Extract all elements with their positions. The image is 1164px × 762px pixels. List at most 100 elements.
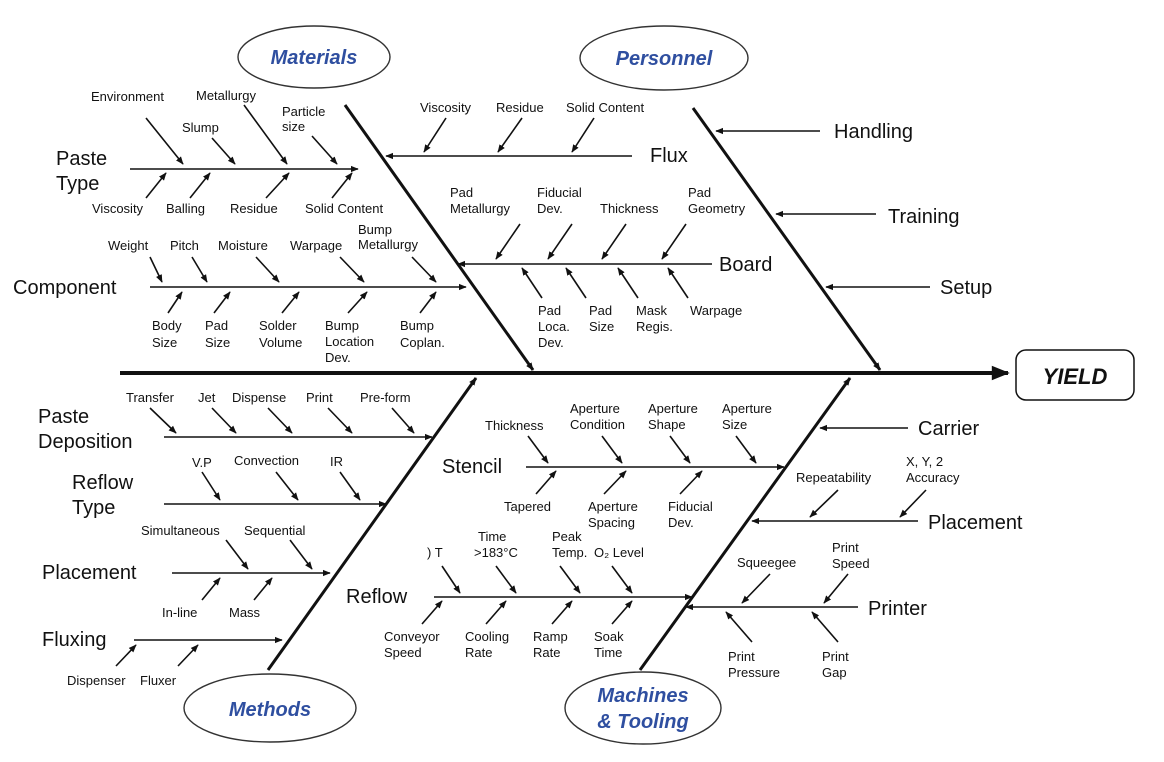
placement-machine-label: Placement bbox=[928, 512, 1023, 534]
reflow-sub-line bbox=[495, 565, 517, 594]
reflow-sub-soak: Soak bbox=[594, 629, 624, 644]
reflow-sub-peak: Peak bbox=[552, 529, 582, 544]
board-label: Board bbox=[719, 254, 772, 276]
paste-deposition-sub-line bbox=[267, 407, 293, 434]
board-sub-pad-size: Pad bbox=[589, 303, 612, 318]
stencil-sub-line bbox=[603, 470, 627, 495]
paste-type-label-1: Paste bbox=[56, 148, 107, 170]
printer-sub-print-pressure-2: Pressure bbox=[728, 665, 780, 680]
stencil-sub-line bbox=[735, 435, 757, 464]
stencil-sub-ap-cond: Aperture bbox=[570, 401, 620, 416]
personnel-ellipse bbox=[579, 25, 749, 91]
reflow-sub-cooling: Cooling bbox=[465, 629, 509, 644]
printer-label: Printer bbox=[868, 598, 927, 620]
cause-paste-type: Paste Type Environment Slump Metallurgy … bbox=[56, 88, 383, 216]
paste-type-sub-particle: Particle bbox=[282, 104, 325, 119]
component-sub-bump-loc-3: Dev. bbox=[325, 350, 351, 365]
board-sub-pad-loca-2: Loca. bbox=[538, 319, 570, 334]
component-sub-line bbox=[191, 256, 208, 283]
component-sub-warpage: Warpage bbox=[290, 238, 342, 253]
reflow-sub-peak-2: Temp. bbox=[552, 545, 587, 560]
component-sub-pad-2: Size bbox=[205, 335, 230, 350]
reflow-sub-o2: O₂ Level bbox=[594, 545, 644, 560]
board-sub-thickness: Thickness bbox=[600, 201, 659, 216]
board-sub-line bbox=[565, 267, 587, 299]
personnel-causes: Handling Training Setup bbox=[715, 121, 992, 299]
materials-label: Materials bbox=[271, 47, 358, 69]
paste-type-sub-line bbox=[145, 117, 184, 165]
paste-deposition-sub-preform: Pre-form bbox=[360, 390, 411, 405]
reflow-sub-line bbox=[611, 600, 633, 625]
cause-printer: Printer Squeegee Print Speed Print Press… bbox=[685, 540, 927, 680]
flux-sub-residue: Residue bbox=[496, 100, 544, 115]
component-sub-bump-2: Metallurgy bbox=[358, 237, 418, 252]
stencil-sub-line bbox=[669, 435, 691, 464]
paste-deposition-sub-jet: Jet bbox=[198, 390, 216, 405]
paste-type-sub-environment: Environment bbox=[91, 89, 164, 104]
stencil-sub-ap-shape: Aperture bbox=[648, 401, 698, 416]
machines-label-1: Machines bbox=[597, 685, 688, 707]
machines-bone bbox=[638, 377, 852, 671]
reflow-sub-line bbox=[551, 600, 573, 625]
training-label: Training bbox=[888, 206, 960, 228]
fluxing-sub-line bbox=[115, 644, 137, 667]
placement-machine-sub-xy-2: Accuracy bbox=[906, 470, 960, 485]
board-sub-line bbox=[661, 223, 687, 260]
printer-sub-line bbox=[811, 611, 839, 643]
materials-ellipse bbox=[237, 25, 391, 89]
reflow-sub-line bbox=[485, 600, 507, 625]
materials-bone bbox=[343, 104, 535, 371]
printer-sub-squeegee: Squeegee bbox=[737, 555, 796, 570]
category-machines: Machines & Tooling bbox=[564, 671, 722, 745]
paste-deposition-sub-dispense: Dispense bbox=[232, 390, 286, 405]
component-sub-line bbox=[347, 291, 368, 314]
paste-type-sub-line bbox=[189, 172, 211, 199]
stencil-sub-line bbox=[535, 470, 557, 495]
paste-type-sub-line bbox=[311, 135, 338, 165]
yield-label: YIELD bbox=[1043, 364, 1108, 389]
reflow-sub-line bbox=[441, 565, 461, 594]
component-label: Component bbox=[13, 277, 117, 299]
paste-type-sub-line bbox=[243, 104, 288, 165]
board-sub-warpage: Warpage bbox=[690, 303, 742, 318]
placement-method-sub-simultaneous: Simultaneous bbox=[141, 523, 220, 538]
reflow-type-sub-line bbox=[275, 471, 299, 501]
stencil-sub-ap-cond-2: Condition bbox=[570, 417, 625, 432]
reflow-sub-line bbox=[611, 565, 633, 594]
reflow-sub-soak-2: Time bbox=[594, 645, 622, 660]
placement-method-sub-line bbox=[253, 577, 273, 601]
reflow-sub-time: Time bbox=[478, 529, 506, 544]
printer-sub-line bbox=[725, 611, 753, 643]
stencil-sub-ap-spacing-2: Spacing bbox=[588, 515, 635, 530]
setup-label: Setup bbox=[940, 277, 992, 299]
component-sub-pitch: Pitch bbox=[170, 238, 199, 253]
printer-sub-print-gap-2: Gap bbox=[822, 665, 847, 680]
paste-type-sub-metallurgy: Metallurgy bbox=[196, 88, 256, 103]
carrier-label: Carrier bbox=[918, 418, 979, 440]
cause-paste-deposition: Paste Deposition Transfer Jet Dispense P… bbox=[38, 390, 433, 453]
component-sub-body: Body bbox=[152, 318, 182, 333]
component-sub-line bbox=[281, 291, 300, 314]
board-sub-pad-geo-2: Geometry bbox=[688, 201, 746, 216]
machines-label-2: & Tooling bbox=[597, 711, 688, 733]
reflow-type-sub-vp: V.P bbox=[192, 455, 212, 470]
paste-type-sub-residue: Residue bbox=[230, 201, 278, 216]
methods-bone bbox=[266, 377, 478, 671]
paste-type-sub-viscosity: Viscosity bbox=[92, 201, 144, 216]
fluxing-label: Fluxing bbox=[42, 629, 106, 651]
component-sub-weight: Weight bbox=[108, 238, 149, 253]
stencil-sub-fid-dev: Fiducial bbox=[668, 499, 713, 514]
reflow-sub-ramp-2: Rate bbox=[533, 645, 560, 660]
component-sub-moisture: Moisture bbox=[218, 238, 268, 253]
component-sub-line bbox=[419, 291, 437, 314]
board-sub-pad-met: Pad bbox=[450, 185, 473, 200]
cause-reflow: Reflow ) T Time >183°C Peak Temp. O₂ Lev… bbox=[346, 529, 693, 660]
cause-reflow-type: Reflow Type V.P Convection IR bbox=[72, 453, 387, 519]
reflow-sub-line bbox=[421, 600, 443, 625]
component-sub-line bbox=[213, 291, 231, 314]
placement-method-sub-line bbox=[225, 539, 249, 570]
placement-machine-sub-line bbox=[899, 489, 927, 518]
stencil-sub-line bbox=[679, 470, 703, 495]
board-sub-pad-met-2: Metallurgy bbox=[450, 201, 510, 216]
